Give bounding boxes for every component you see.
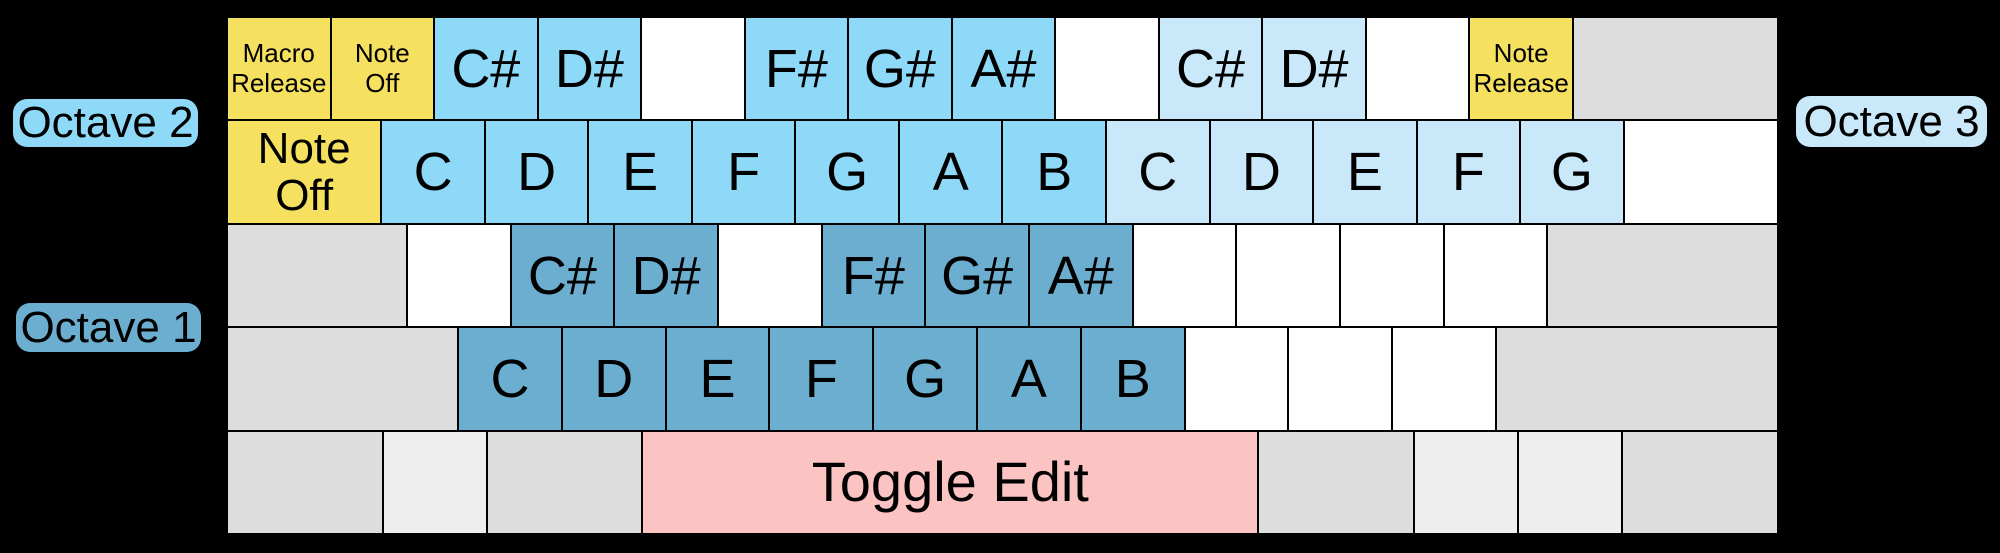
note-f-oct3-key: F [1416,120,1521,224]
octave-1-badge: Octave 1 [16,303,201,352]
note-g-sharp-oct1-key: G# [925,223,1029,328]
key-label-line: Note [1493,38,1549,69]
octave-3-badge: Octave 3 [1796,96,1987,147]
note-c-sharp-oct3-key: C# [1158,17,1263,121]
blank-key [406,223,511,328]
blank-key [1288,327,1393,431]
blank-key [486,430,643,535]
note-b-oct2-key: B [1002,120,1107,224]
note-c-oct2-key: C [381,120,485,224]
key-label-line: Macro [242,38,315,69]
blank-key [1258,430,1414,535]
blank-key [1496,327,1778,431]
octave-3-label: Octave 3 [1803,96,1980,146]
blank-key [1518,430,1623,535]
note-e-oct3-key: E [1313,120,1417,224]
note-e-oct1-key: E [665,327,770,431]
blank-key [227,430,383,535]
blank-key [1132,223,1237,328]
note-g-oct1-key: G [873,327,978,431]
key-label-line: Off [365,67,400,98]
blank-key [1413,430,1519,535]
blank-key [1236,223,1340,328]
note-d-sharp-oct3-key: D# [1262,17,1366,121]
blank-key [1392,327,1497,431]
note-g-oct2-key: G [795,120,899,224]
note-a-oct2-key: A [898,120,1003,224]
blank-key [1184,327,1289,431]
note-d-oct2-key: D [484,120,589,224]
note-d-oct1-key: D [561,327,666,431]
blank-key [1365,17,1470,121]
toggle-edit-key: Toggle Edit [642,430,1259,535]
note-f-sharp-oct1-key: F# [821,223,926,328]
keyboard-row-5: Toggle Edit [227,430,1778,535]
note-c-sharp-oct1-key: C# [510,223,615,328]
keyboard-row-3: C#D# F#G#A# [227,223,1779,328]
key-label-line: Release [1473,67,1569,98]
octave-2-label: Octave 2 [17,98,194,147]
blank-key [1055,17,1159,121]
note-g-oct3-key: G [1520,120,1624,224]
key-label-line: Note [257,123,351,173]
key-label-line: Note [354,38,410,69]
blank-key [1443,223,1548,328]
blank-key [1339,223,1444,328]
blank-key [227,223,407,328]
blank-key [382,430,487,535]
note-c-oct1-key: C [458,327,562,431]
note-f-sharp-oct2-key: F# [744,17,849,121]
blank-key [717,223,822,328]
blank-key [1547,223,1779,328]
blank-key [641,17,745,121]
blank-key [227,327,459,431]
note-g-sharp-oct2-key: G# [848,17,952,121]
blank-key [1623,120,1778,224]
key-label-line: Release [231,67,327,98]
note-f-oct2-key: F [691,120,796,224]
note-a-oct1-key: A [977,327,1081,431]
key-label-line: Off [275,171,334,221]
note-f-oct1-key: F [769,327,874,431]
octave-2-badge: Octave 2 [13,98,198,147]
note-d-sharp-oct1-key: D# [614,223,718,328]
note-a-sharp-oct1-key: A# [1028,223,1133,328]
note-c-sharp-oct2-key: C# [434,17,538,121]
note-b-oct1-key: B [1080,327,1185,431]
note-e-oct2-key: E [588,120,692,224]
note-c-oct3-key: C [1106,120,1210,224]
note-a-sharp-oct2-key: A# [951,17,1056,121]
blank-key [1572,17,1778,121]
note-d-sharp-oct2-key: D# [537,17,642,121]
octave-1-label: Octave 1 [20,302,197,352]
blank-key [1622,430,1778,535]
note-d-oct3-key: D [1209,120,1314,224]
